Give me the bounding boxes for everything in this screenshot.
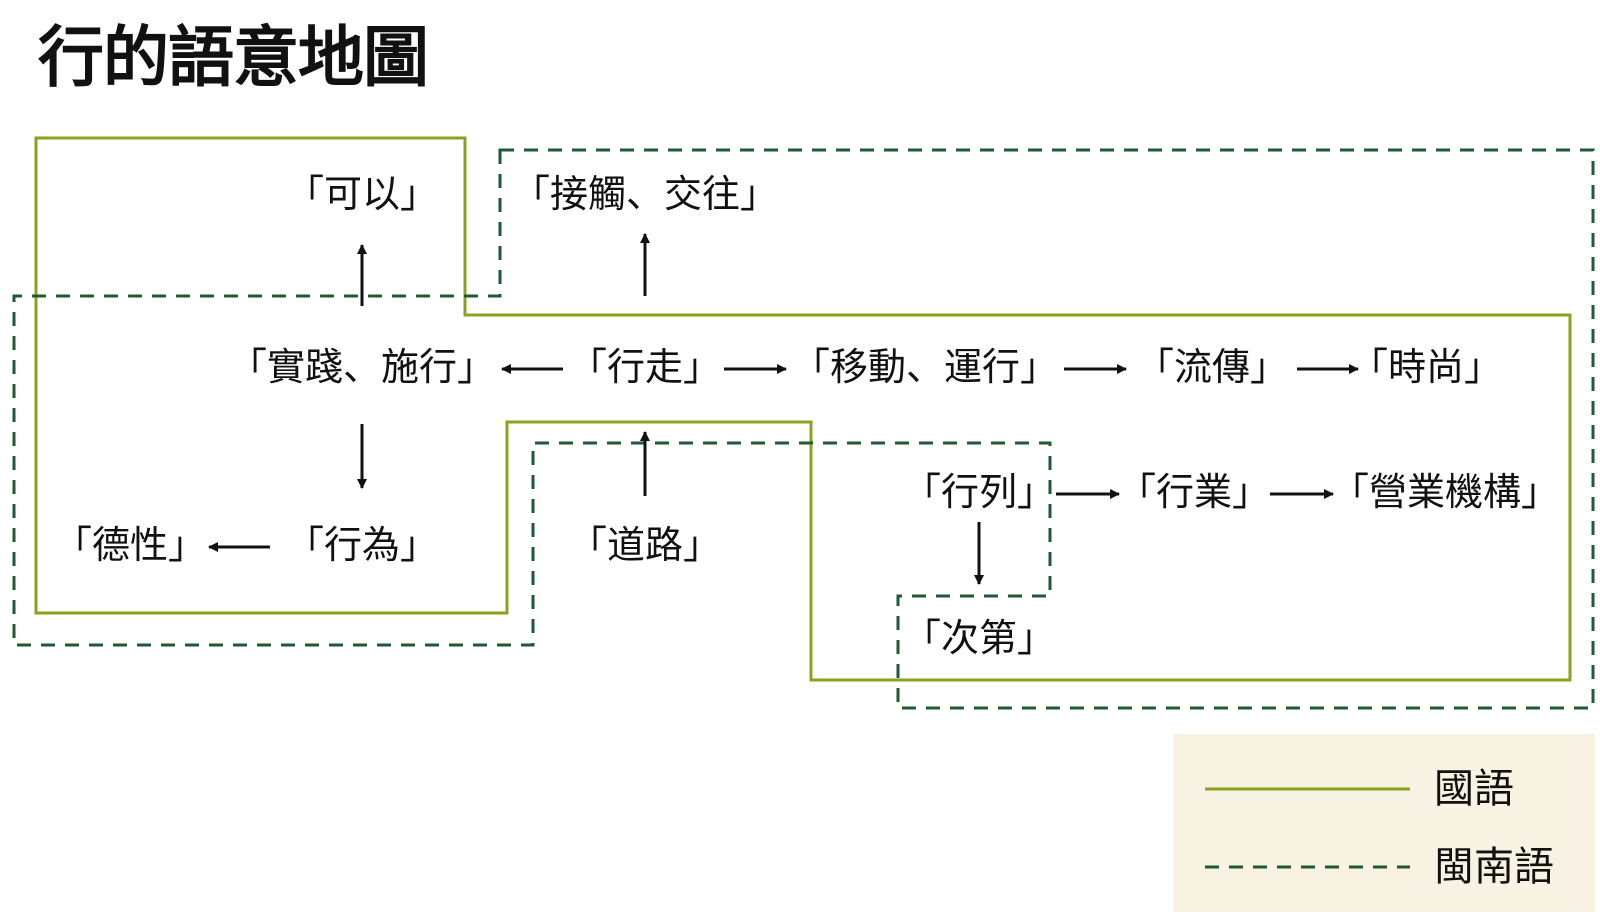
legend-mandarin-label: 國語	[1434, 766, 1514, 812]
node-cidi: 「次第」	[903, 616, 1055, 660]
legend-background	[1173, 734, 1595, 912]
mandarin-region-outline	[34, 136, 1572, 682]
arrows	[208, 233, 1359, 585]
node-yidong: 「移動、運行」	[792, 345, 1058, 389]
node-xingwei: 「行為」	[286, 523, 438, 567]
node-hangye: 「行業」	[1118, 470, 1270, 514]
node-keyi: 「可以」	[286, 172, 438, 216]
node-shijian: 「實踐、施行」	[229, 345, 495, 389]
node-yingye: 「營業機構」	[1331, 470, 1559, 514]
legend: 國語 閩南語	[1173, 734, 1595, 912]
node-xingzou: 「行走」	[569, 345, 721, 389]
node-shishang: 「時尚」	[1350, 345, 1502, 389]
node-daolu: 「道路」	[569, 523, 721, 567]
node-liuchuan: 「流傳」	[1136, 345, 1288, 389]
nodes: 「可以」 「接觸、交往」 「實踐、施行」 「行走」 「移動、運行」 「流傳」 「…	[54, 172, 1559, 660]
node-hanglie: 「行列」	[903, 470, 1055, 514]
page-title: 行的語意地圖	[38, 19, 429, 96]
legend-minnan-label: 閩南語	[1434, 844, 1554, 890]
minnan-region-outline	[12, 148, 1595, 710]
node-dexing: 「德性」	[54, 523, 206, 567]
node-jiechu: 「接觸、交往」	[512, 172, 778, 216]
